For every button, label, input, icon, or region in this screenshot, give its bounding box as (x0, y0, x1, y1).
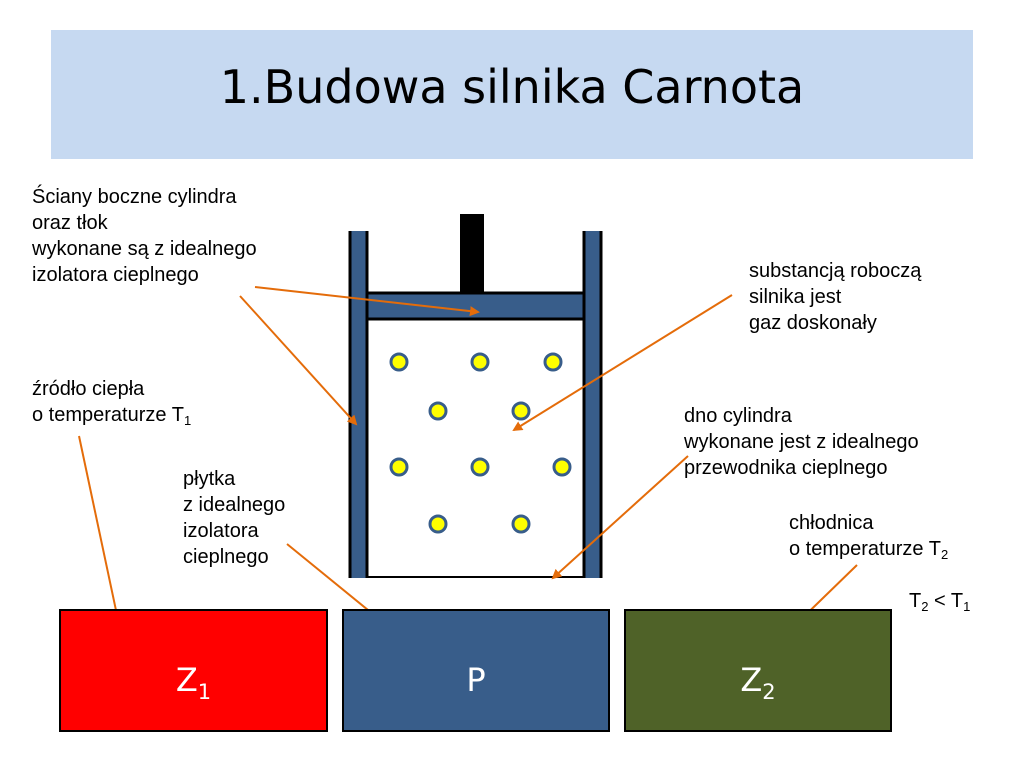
walls-label: Ściany boczne cylindra oraz tłok wykonan… (32, 184, 257, 288)
plate-label-line: płytka (183, 468, 236, 490)
cylinder-left-wall (348, 231, 369, 578)
gas-molecules (389, 352, 572, 534)
arrow-bottom (551, 455, 689, 580)
bottom-label: dno cylindra wykonane jest z idealnego p… (684, 403, 919, 481)
molecule (389, 457, 409, 477)
cooler-block: Z2 (624, 609, 892, 732)
arrow-walls-to-wall (239, 295, 358, 426)
molecule (428, 514, 448, 534)
title-banner: 1.Budowa silnika Carnota (51, 30, 973, 159)
heat-source-block: Z1 (59, 609, 328, 732)
molecule (543, 352, 563, 372)
substance-label-line: substancją roboczą (749, 260, 922, 282)
plate-label: płytka z idealnego izolatora cieplnego (183, 466, 285, 570)
cooler-label: chłodnica o temperaturze T2 (789, 510, 948, 562)
heat-source-temperature: o temperaturze T1 (32, 404, 192, 428)
walls-label-line: oraz tłok (32, 212, 108, 234)
molecule (428, 401, 448, 421)
bottom-label-line: dno cylindra (684, 405, 792, 427)
arrow-walls-to-piston (254, 286, 480, 317)
cylinder-right-wall (582, 231, 603, 578)
temperature-relation: T2 < T1 (909, 590, 971, 614)
cooler-block-label: Z2 (740, 661, 776, 704)
molecule (470, 457, 490, 477)
cooler-temperature: o temperaturze T2 (789, 538, 949, 562)
piston-rod (460, 214, 484, 296)
molecule (389, 352, 409, 372)
cooler-label-line: chłodnica (789, 512, 874, 534)
substance-label-line: gaz doskonały (749, 312, 877, 334)
substance-label: substancją roboczą silnika jest gaz dosk… (749, 258, 921, 336)
walls-label-line: izolatora cieplnego (32, 264, 199, 286)
heat-source-block-label: Z1 (175, 661, 212, 704)
plate-label-line: z idealnego (183, 494, 286, 516)
molecule (511, 514, 531, 534)
plate-label-line: izolatora (183, 520, 259, 542)
insulator-plate-block-label: P (466, 661, 486, 699)
arrow-substance (512, 294, 733, 432)
page-title: 1.Budowa silnika Carnota (219, 60, 805, 114)
walls-label-line: Ściany boczne cylindra (32, 186, 237, 208)
walls-label-line: wykonane są z idealnego (32, 238, 257, 260)
molecule (470, 352, 490, 372)
insulator-plate-block: P (342, 609, 610, 732)
molecule (511, 401, 531, 421)
plate-label-line: cieplnego (183, 546, 269, 568)
heat-source-label: źródło ciepła o temperaturze T1 (32, 376, 191, 428)
bottom-label-line: wykonane jest z idealnego (684, 431, 919, 453)
substance-label-line: silnika jest (749, 286, 842, 308)
bottom-label-line: przewodnika cieplnego (684, 457, 888, 479)
piston (365, 291, 587, 321)
heat-source-label-line: źródło ciepła (32, 378, 145, 400)
molecule (552, 457, 572, 477)
